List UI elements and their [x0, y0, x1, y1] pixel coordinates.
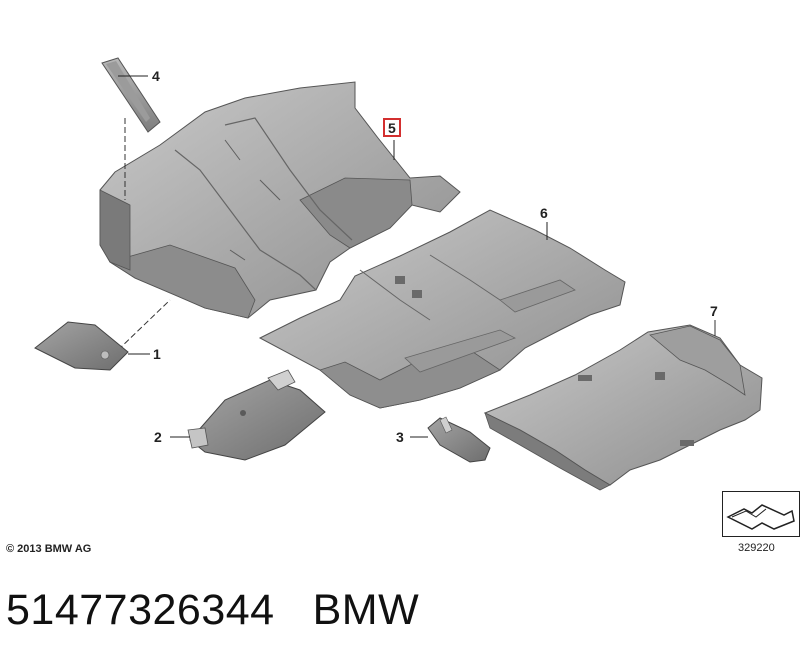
floor-covering-parts-diagram: [34, 57, 763, 491]
reference-number: 329220: [738, 542, 775, 554]
mat-with-clip-part: [170, 369, 326, 461]
floor-mat-part: [34, 321, 150, 371]
tunnel-strip-part: [101, 57, 161, 200]
callout-part-1: 1: [153, 346, 161, 362]
callout-part-3: 3: [396, 429, 404, 445]
front-floor-covering-part: [99, 81, 461, 319]
bracket-part: [410, 416, 491, 463]
orientation-arrow-icon: [722, 491, 800, 537]
footer-caption: 51477326344 BMW: [6, 586, 457, 635]
middle-floor-covering-part: [117, 209, 626, 409]
callout-part-7: 7: [710, 303, 718, 319]
leader-lines: [118, 75, 548, 240]
brand-name: BMW: [312, 586, 420, 634]
callout-part-6: 6: [540, 205, 548, 221]
copyright-notice: © 2013 BMW AG: [6, 543, 92, 555]
rear-floor-covering-part: [483, 320, 763, 491]
callout-part-4: 4: [152, 68, 160, 84]
part-number: 51477326344: [6, 586, 275, 634]
callout-part-2: 2: [154, 429, 162, 445]
callout-part-5-highlighted: 5: [383, 118, 401, 137]
